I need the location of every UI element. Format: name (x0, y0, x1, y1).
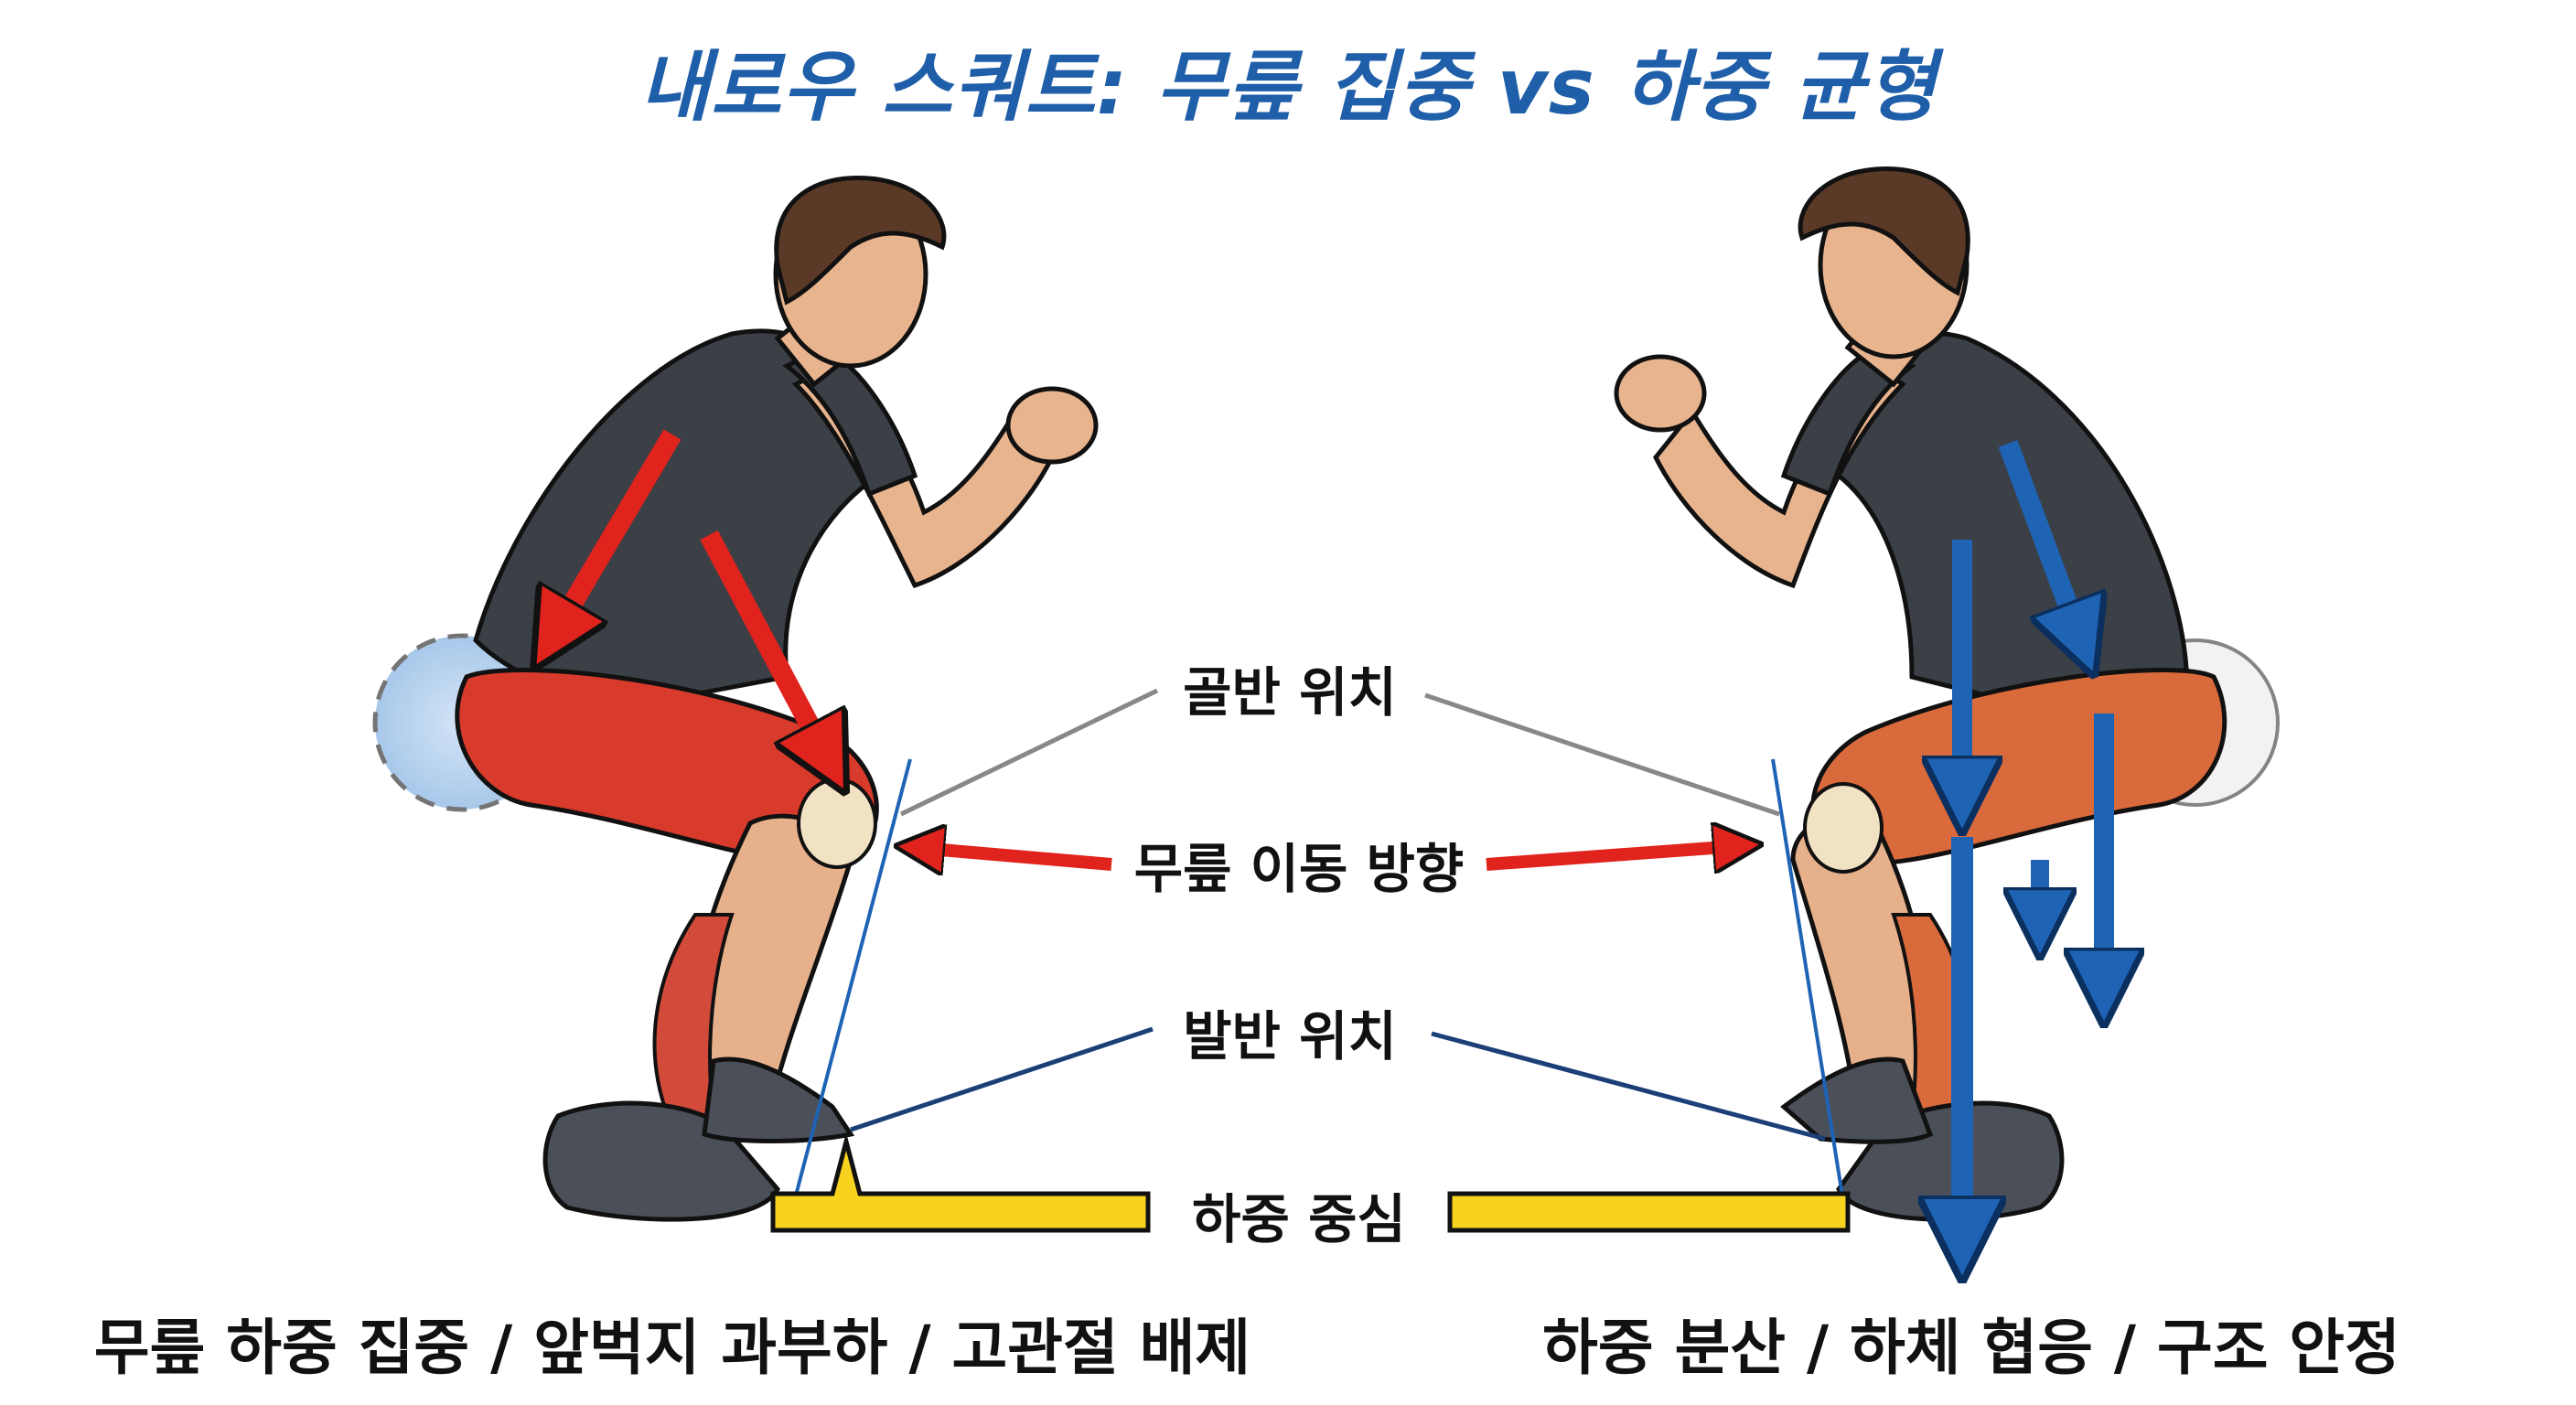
left-knee-line (785, 758, 912, 1231)
foot-leader-right (1431, 1031, 1826, 1142)
page-title: 내로우 스쿼트: 무릎 집중 vs 하중 균형 (639, 42, 1937, 132)
foot-position-label: 발반 위치 (1183, 1005, 1397, 1067)
load-bar-left (770, 1132, 1151, 1233)
left-knee (797, 778, 877, 869)
left-fists (1005, 386, 1099, 465)
load-bar-right (1447, 1191, 1851, 1233)
right-hair (1798, 166, 1970, 296)
foot-leader-left (850, 1026, 1154, 1132)
right-knee (1803, 782, 1884, 874)
right-knee-line (1771, 758, 1850, 1231)
left-red-arrow-2 (700, 530, 828, 759)
left-caption: 무릎 하중 집중 / 앞벅지 과부하 / 고관절 배제 (93, 1313, 1251, 1383)
knee-direction-arrow-right (1486, 846, 1738, 864)
knee-direction-arrow-left (919, 848, 1112, 864)
left-squat-figure (372, 175, 1099, 1231)
right-blue-arrow-1 (1998, 440, 2081, 640)
knee-direction-label: 무릎 이동 방향 (1133, 838, 1465, 900)
load-center-label: 하중 중심 (1192, 1188, 1406, 1250)
right-front-shoe (1780, 1056, 1934, 1144)
pelvis-leader-right (1424, 692, 1780, 817)
pelvis-position-label: 골반 위치 (1183, 661, 1397, 724)
left-sleeve (782, 345, 918, 498)
right-caption: 하중 분산 / 하체 협응 / 구조 안정 (1542, 1313, 2400, 1383)
pelvis-leader-left (899, 688, 1159, 817)
right-squat-figure (1614, 166, 2280, 1239)
right-sleeve (1780, 345, 1916, 498)
right-fists (1614, 354, 1707, 433)
left-red-arrow-1 (553, 429, 682, 636)
left-hair (774, 175, 947, 306)
